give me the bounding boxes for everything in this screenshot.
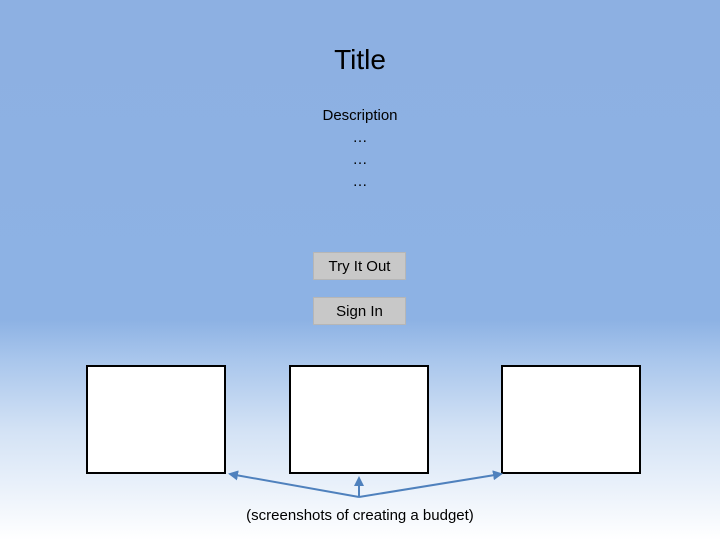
- description-line: …: [352, 151, 368, 168]
- screenshot-placeholder-3: [501, 365, 641, 474]
- arrow-to-screenshot-3: [358, 470, 503, 498]
- description-label: Description: [322, 107, 398, 124]
- screenshot-placeholder-2: [289, 365, 429, 474]
- page-title: Title: [334, 44, 386, 75]
- screenshots-caption: (screenshots of creating a budget): [246, 507, 474, 524]
- arrow-to-screenshot-1: [228, 470, 360, 498]
- screenshot-placeholder-1: [86, 365, 226, 474]
- sign-in-button[interactable]: Sign In: [313, 297, 406, 325]
- description-line: …: [352, 173, 368, 190]
- try-it-out-button[interactable]: Try It Out: [313, 252, 406, 280]
- description-block: Description … … …: [0, 105, 720, 193]
- description-line: …: [352, 129, 368, 146]
